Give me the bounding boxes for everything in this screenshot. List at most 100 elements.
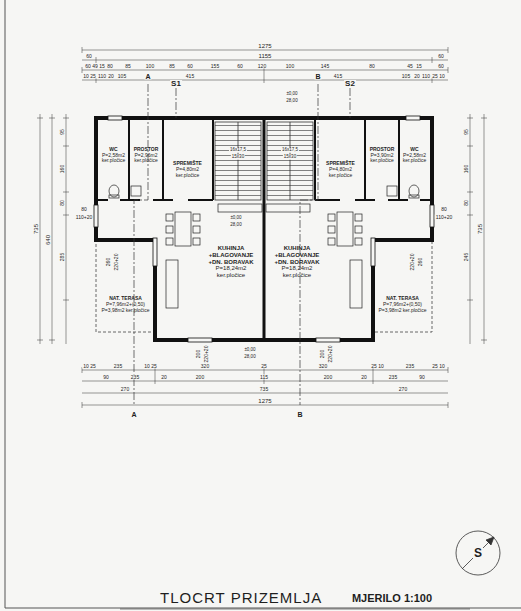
room-label: WCP=2,58m2 ker.pločice [99,128,128,183]
furniture-part [166,260,178,308]
dimension-text: 415 [185,74,195,79]
inner-walls [96,118,432,340]
dimension-text: 235 [405,364,415,369]
section-lines-part [300,84,318,405]
dimension-text: 270 [398,387,408,392]
dimension-lines-part [484,114,485,344]
dimension-text: 60 [437,54,445,59]
dimension-text: 110 [421,74,431,79]
dimension-text: 200 [320,349,325,359]
dimension-text: 16x17,5 [281,148,299,153]
room-label: NAT. TERASAP=7,96m2+(0,50) P=3,98m2 ker.… [98,282,153,328]
furniture-part [328,226,335,233]
dimension-text: 100 [285,64,295,69]
room-area: P=2,96m2 ker.pločice [131,153,161,165]
room-name: KUHINJA +BLAGOVANJE +DN. BORAVAK [204,245,258,266]
inner-walls-part [364,118,366,200]
scale-note: S [473,547,483,559]
dimension-text: 15 [98,64,106,69]
dimension-lines-part [40,114,41,344]
sanitary-fixtures-part [387,186,397,196]
stairs-part [267,122,313,200]
dimension-text: 80 [440,207,448,212]
dimension-text: 160 [464,164,469,174]
furniture-part [166,214,173,221]
dimension-text: 220+20 [204,345,209,364]
room-label: PROSTORP=2,96m2 ker.pločice [130,128,162,183]
room-area: P=4,80m2 ker.pločice [318,167,363,179]
dimension-text: 415 [333,74,343,79]
dimension-text: 28,00 [285,99,298,104]
dimension-text: ±0,00 [229,216,242,221]
dimension-text: 20 [360,375,368,380]
dimension-text: 160 [60,164,65,174]
sanitary-fixtures [109,185,419,198]
windows-part [430,205,434,227]
dimension-lines-part [82,405,448,406]
inner-walls-part [388,199,408,201]
dimension-text: 735 [259,387,269,392]
section-lines-part [134,84,148,405]
dimension-text: 15 [415,64,423,69]
furniture-part [355,214,362,221]
room-label: PROSTORP=3,90m2 ker.pločice [366,128,398,183]
compass-part [462,537,494,569]
compass-part [486,537,494,545]
dimension-lines-part [66,114,67,344]
inner-walls-part [96,199,108,201]
furniture-part [328,214,335,221]
dimension-text: 110 [97,74,107,79]
furniture-part [266,204,310,212]
dimension-text: 320 [318,364,328,369]
dimension-text: 1275 [257,43,272,49]
dimension-text: 80 [368,64,376,69]
room-area: P=18,24m2 ker.pločice [204,265,258,279]
dimension-text: 85 [168,64,176,69]
sanitary-fixtures-part [409,195,419,198]
room-label: SPREMIŠTEP=4,80m2 ker.pločice [317,150,364,190]
room-label: NAT. TERASAP=7,96m2+(0,50) P=3,98m2 ker.… [375,282,430,328]
section-mark: A [130,411,137,418]
dimension-text: 105 [401,74,411,79]
dimension-text: 90 [102,375,110,380]
dimension-lines-part [82,381,448,382]
dimension-text: 260 [106,257,111,267]
dimension-text: ±0,00 [243,348,256,353]
dimension-text: 80 [106,64,114,69]
windows-part [316,338,340,342]
sanitary-fixtures-part [109,185,119,197]
page-frame-part [5,0,6,608]
room-area: P=18,24m2 ker.pločice [270,265,324,279]
furniture-part [193,238,200,245]
dimension-text: 60 [236,64,244,69]
dimension-text: 85 [124,64,132,69]
dimension-text: 200 [195,375,205,380]
room-label: WCP=2,58m2 ker.pločice [400,128,429,183]
dimension-text: 245 [464,252,469,262]
dimension-text: 95 [464,128,469,136]
dimension-text: 28,00 [229,223,242,228]
inner-walls-part [398,118,400,200]
dimension-text: 110+20 [435,215,453,220]
room-area: P=2,58m2 ker.pločice [401,153,428,165]
terrace-outline-part [96,240,155,332]
sanitary-fixtures-part [131,186,141,196]
plan-title: TLOCRT PRIZEMLJA [160,589,322,606]
dimension-lines-part [82,70,448,71]
dimension-lines-part [82,80,448,81]
room-label: SPREMIŠTEP=4,80m2 ker.pločice [164,150,211,190]
furniture-part [218,204,262,212]
furniture [166,204,362,308]
section-mark: B [296,411,303,418]
dimension-text: MJERILO 1:100 [351,593,433,604]
terrace-outline-part [373,240,432,332]
dimension-text: 25 [89,74,97,79]
section-mark: B [314,73,321,80]
sanitary-fixtures-part [409,185,419,197]
inner-walls-part [263,118,266,340]
dimension-lines-part [82,60,448,61]
dimension-text: 95 [60,128,65,136]
dimension-text: 10 [438,364,446,369]
section-lines-part [350,88,351,118]
dimension-text: 28,00 [243,355,256,360]
